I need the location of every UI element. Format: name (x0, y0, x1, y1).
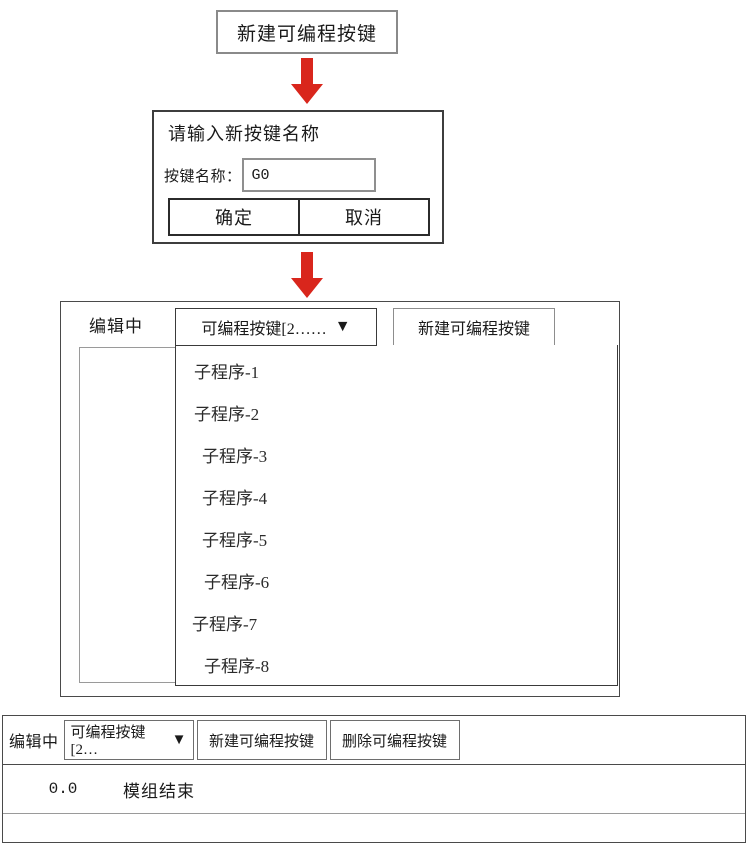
flow-arrow-down-icon-1 (291, 58, 323, 104)
editor-bottom-panel: 编辑中 可编程按键[2… ▼ 新建可编程按键 删除可编程按键 0.0 模组结束 (2, 715, 746, 843)
programmable-key-select-value: 可编程按键[2…… (201, 321, 327, 338)
cancel-button[interactable]: 取消 (298, 200, 428, 234)
editor-toolbar: 编辑中 可编程按键[2… ▼ 新建可编程按键 删除可编程按键 (3, 716, 745, 765)
editor-programmable-key-select[interactable]: 可编程按键[2… ▼ (63, 720, 194, 760)
dialog-field-row: 按键名称： G0 (164, 158, 376, 192)
editor-select-value: 可编程按键[2… (70, 725, 146, 758)
dropdown-item[interactable]: 子程序-7 (192, 614, 258, 634)
dropdown-item[interactable]: 子程序-1 (194, 362, 260, 382)
key-name-input[interactable]: G0 (241, 158, 376, 192)
dialog-button-row: 确定 取消 (168, 198, 430, 236)
new-programmable-key-button[interactable]: 新建可编程按键 (393, 308, 555, 346)
editor-program-rows: 0.0 模组结束 (3, 765, 745, 814)
programmable-key-select[interactable]: 可编程按键[2…… ▼ (175, 308, 377, 346)
editor-delete-programmable-key-button[interactable]: 删除可编程按键 (329, 720, 460, 760)
chevron-down-icon: ▼ (171, 731, 187, 748)
editor-editing-label: 编辑中 (9, 734, 59, 751)
program-row-number: 0.0 (48, 780, 78, 798)
new-key-name-dialog: 请输入新按键名称 按键名称： G0 确定 取消 (152, 110, 444, 244)
panel-toolbar: 编辑中 (61, 302, 619, 346)
dropdown-item[interactable]: 子程序-5 (202, 530, 268, 550)
dialog-title: 请输入新按键名称 (168, 124, 320, 144)
chevron-down-icon: ▼ (334, 318, 351, 335)
program-row[interactable]: 0.0 模组结束 (3, 765, 745, 814)
dropdown-item[interactable]: 子程序-8 (204, 656, 270, 676)
dropdown-item[interactable]: 子程序-3 (202, 446, 268, 466)
dropdown-item[interactable]: 子程序-2 (194, 404, 260, 424)
page-title: 新建可编程按键 (236, 23, 377, 45)
new-programmable-key-title-box: 新建可编程按键 (216, 10, 398, 54)
panel-editing-label: 编辑中 (89, 316, 143, 336)
editor-empty-row (3, 814, 745, 842)
dropdown-item[interactable]: 子程序-4 (202, 488, 268, 508)
programmable-key-panel: 子程序-1 子程序-2 子程序-3 子程序-4 子程序-5 子程序-6 子程序-7 子程序-8… (60, 301, 620, 697)
program-row-text: 模组结束 (123, 781, 195, 801)
confirm-button[interactable]: 确定 (215, 208, 253, 228)
key-name-label: 按键名称： (164, 168, 242, 185)
flow-arrow-down-icon-2 (291, 252, 323, 298)
programmable-key-dropdown-list[interactable]: 子程序-1 子程序-2 子程序-3 子程序-4 子程序-5 子程序-6 子程序-7 子程序-8 (175, 345, 618, 686)
dropdown-item[interactable]: 子程序-6 (204, 572, 270, 592)
editor-new-programmable-key-button[interactable]: 新建可编程按键 (196, 720, 327, 760)
